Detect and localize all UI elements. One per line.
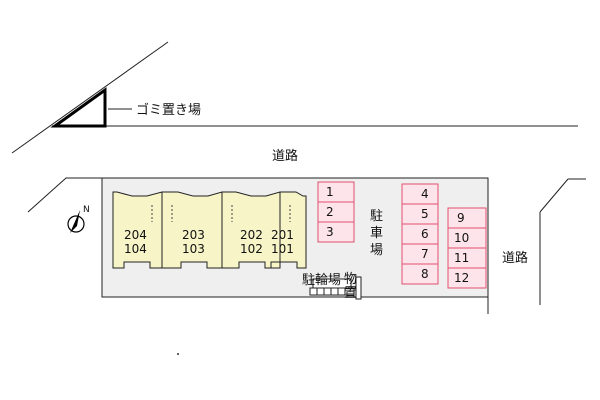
unit-label-upper: 204: [124, 228, 147, 242]
road-right-edge-diag: [539, 178, 569, 213]
parking-label-char: 場: [370, 243, 383, 258]
parking-space-number: 1: [326, 185, 334, 199]
bicycle-racks: [309, 287, 355, 296]
parking-label-char: 車: [370, 226, 383, 241]
parking-space-number: 4: [421, 187, 429, 201]
garbage-area: [50, 87, 107, 128]
parking-space-number: 3: [326, 225, 334, 239]
road-top-label: 道路: [272, 148, 298, 164]
parking-block-left: [317, 181, 355, 243]
dot-mark: [177, 353, 179, 355]
unit-label-upper: 202: [240, 228, 263, 242]
parking-space-number: 5: [421, 207, 429, 221]
compass-icon: N: [67, 205, 90, 233]
parking-space-number: 2: [326, 205, 334, 219]
storage-shed: [355, 276, 362, 300]
unit-label-lower: 101: [271, 242, 294, 256]
unit-203-103: [161, 191, 223, 269]
parking-space-number: 10: [454, 231, 469, 245]
unit-label-upper: 201: [271, 228, 294, 242]
unit-201-101: [270, 191, 307, 269]
unit-label-upper: 203: [182, 228, 205, 242]
bicycle-parking-label: 駐輪場: [302, 272, 341, 288]
storage-label-char: 物: [344, 272, 357, 287]
parking-space-number: 9: [457, 211, 465, 225]
building: [112, 191, 307, 269]
parking-label-char: 駐: [370, 209, 383, 224]
garbage-label: ゴミ置き場: [136, 102, 201, 118]
parking-block-middle: [401, 183, 439, 285]
parking-space-number: 8: [421, 267, 429, 281]
storage-label-char: 置: [344, 286, 357, 301]
parking-space-number: 7: [421, 247, 429, 261]
parking-space-number: 6: [421, 227, 429, 241]
road-right-label: 道路: [502, 250, 528, 266]
unit-label-lower: 104: [124, 242, 147, 256]
parking-space-number: 11: [454, 251, 469, 265]
compass-north-label: N: [83, 205, 90, 215]
unit-label-lower: 102: [240, 242, 263, 256]
unit-label-lower: 103: [182, 242, 205, 256]
diagonal-road-line: [11, 41, 169, 154]
unit-204-104: [112, 191, 163, 269]
parking-space-number: 12: [454, 271, 469, 285]
